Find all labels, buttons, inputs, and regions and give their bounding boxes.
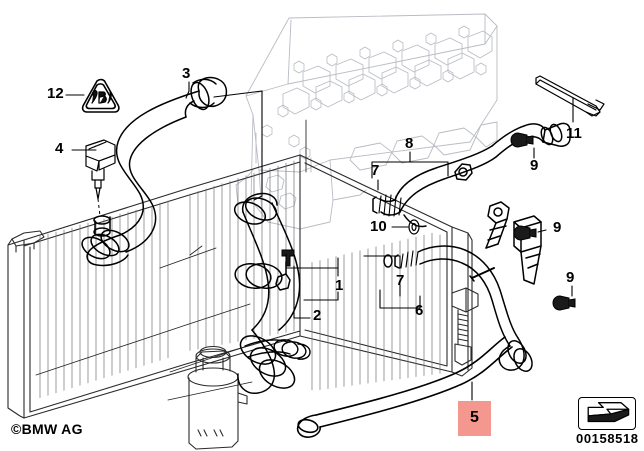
radiator (7, 154, 479, 419)
hose-6-return-pipe (383, 201, 542, 372)
callout-1-hose-group[interactable]: 1 (335, 277, 344, 294)
o-ring-10 (408, 219, 420, 235)
coolant-temperature-sensor (85, 139, 116, 200)
callout-4-temperature-sensor[interactable]: 4 (55, 140, 64, 157)
sensor-insertion-guide (97, 198, 101, 217)
arrow-3d-glyph (587, 402, 630, 423)
callout-3-hose-connector[interactable]: 3 (182, 65, 191, 82)
callout-10-o-ring[interactable]: 10 (370, 218, 387, 235)
callout-8-hose-assembly[interactable]: 8 (405, 135, 414, 152)
fastener-9-upper (510, 132, 534, 148)
fastener-9-lower (552, 295, 576, 311)
hose-8-coolant-pipe (372, 122, 571, 228)
callout-7-upper-seal[interactable]: 7 (371, 162, 380, 179)
callout-12-warning-label[interactable]: 12 (47, 85, 64, 102)
copyright-symbol: © (11, 421, 22, 437)
hose-1-lower-hose-assembly (233, 192, 301, 394)
reference-lines (35, 119, 307, 401)
hose-3-upper-radiator-hose (81, 76, 228, 267)
leader-lines (65, 81, 574, 401)
engine-cylinder-head (235, 13, 498, 230)
callout-5-lower-radiator-hose[interactable]: 5 (458, 401, 491, 436)
callout-6-return-hose[interactable]: 6 (415, 302, 424, 319)
copyright-text: BMW AG (21, 421, 83, 437)
callout-11-cable-tie[interactable]: 11 (566, 125, 582, 142)
callout-9-fastener-lower[interactable]: 9 (566, 269, 575, 286)
callout-2-bolt[interactable]: 2 (313, 307, 322, 324)
callout-9-fastener-upper[interactable]: 9 (530, 157, 539, 174)
fastener-9-middle (513, 225, 537, 241)
expansion-tank (187, 345, 248, 450)
hose-5-lower-radiator-hose (296, 336, 513, 438)
expand-arrow-icon[interactable] (578, 397, 636, 430)
cable-tie-strap (535, 75, 605, 117)
hose-expansion-tank-connector (244, 339, 311, 360)
copyright-notice: ©BMW AG (11, 421, 83, 437)
warning-triangle-icon (81, 78, 120, 113)
callout-7-lower-seal[interactable]: 7 (396, 272, 405, 289)
diagram-id-number: 00158518 (576, 431, 639, 446)
bolt-2 (281, 249, 295, 267)
callout-9-fastener-middle[interactable]: 9 (553, 219, 562, 236)
